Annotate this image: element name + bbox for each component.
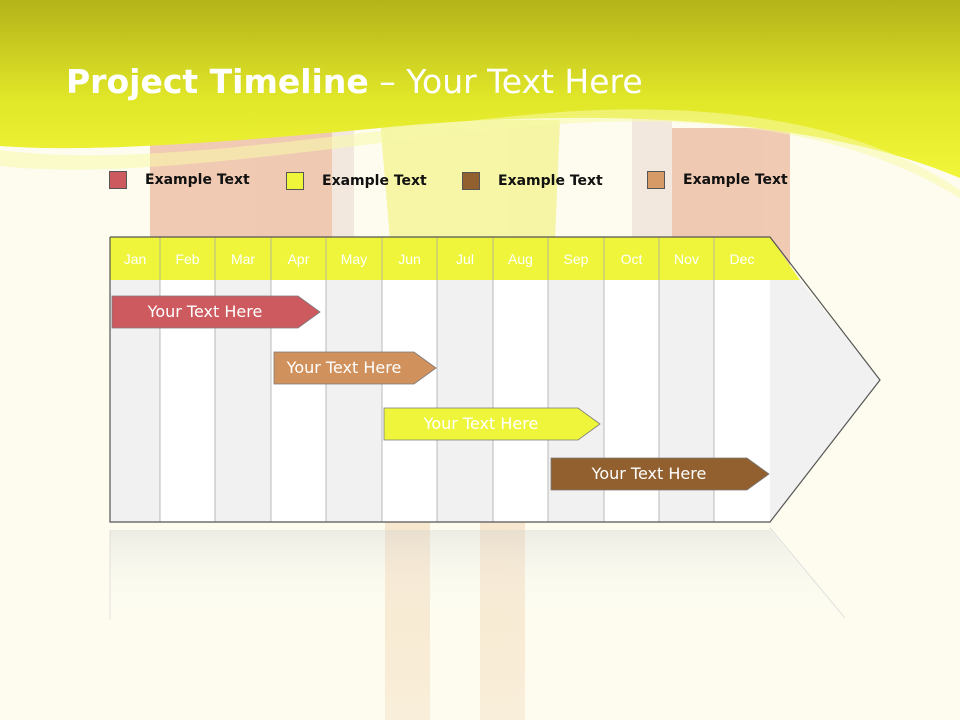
legend-label: Example Text	[498, 173, 603, 189]
legend-label: Example Text	[145, 172, 250, 188]
legend-swatch	[286, 172, 304, 190]
month-header-cell	[604, 237, 659, 280]
month-label: Nov	[674, 251, 699, 267]
month-label: Mar	[230, 251, 256, 267]
month-label: Aug	[508, 251, 533, 267]
page-title: Project Timeline – Your Text Here	[66, 60, 643, 104]
month-label: Jun	[398, 251, 421, 267]
legend-swatch	[647, 171, 665, 189]
month-header-cell	[382, 237, 437, 280]
legend-label: Example Text	[322, 173, 427, 189]
month-column	[326, 280, 382, 522]
month-header-cell	[548, 237, 604, 280]
timeline-outline	[109, 236, 881, 523]
month-header-cell	[160, 237, 215, 280]
month-header-cell	[714, 237, 770, 280]
month-header-cell	[659, 237, 714, 280]
title-rest: – Your Text Here	[368, 62, 643, 101]
month-header-cell	[215, 237, 271, 280]
month-header-cell	[271, 237, 326, 280]
title-bold: Project Timeline	[66, 62, 369, 101]
month-label: Apr	[287, 251, 310, 267]
month-label: May	[340, 251, 368, 267]
month-label: Dec	[729, 251, 755, 267]
month-label: Jul	[456, 251, 474, 267]
month-label: Jan	[123, 251, 147, 267]
bar-label: Your Text Here	[147, 302, 263, 321]
bar-label: Your Text Here	[286, 358, 402, 377]
timeline-bar	[383, 407, 601, 441]
month-label: Oct	[620, 251, 643, 267]
timeline-arrow-tip	[770, 280, 880, 522]
month-column	[493, 280, 548, 522]
timeline-bar	[273, 351, 437, 385]
month-column	[437, 280, 493, 522]
month-header-cell	[493, 237, 548, 280]
month-label: Feb	[175, 251, 200, 267]
timeline-bar	[550, 457, 770, 491]
header-arrow-tip	[770, 237, 800, 280]
bar-label: Your Text Here	[423, 414, 539, 433]
legend-swatch	[109, 171, 127, 189]
month-label: Sep	[563, 251, 589, 267]
month-header-cell	[437, 237, 493, 280]
bar-label: Your Text Here	[591, 464, 707, 483]
month-header-cell	[326, 237, 382, 280]
timeline-bar	[111, 295, 321, 329]
legend-swatch	[462, 172, 480, 190]
legend-label: Example Text	[683, 172, 788, 188]
month-column	[382, 280, 437, 522]
month-header-cell	[110, 237, 160, 280]
